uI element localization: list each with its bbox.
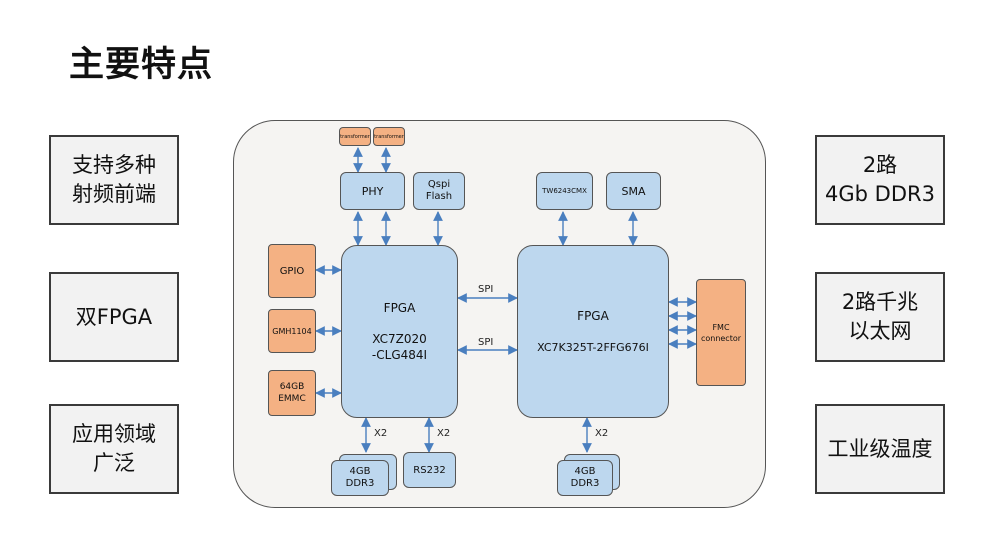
fpga2-name: FPGA xyxy=(577,309,609,323)
ddr-right-block: 4GB DDR3 xyxy=(557,460,613,496)
transformer-block-1: transformer xyxy=(339,127,371,146)
transformer-block-2: transformer xyxy=(373,127,405,146)
phy-block: PHY xyxy=(340,172,405,210)
fpga1-part: XC7Z020 -CLG484I xyxy=(371,331,428,362)
x2-label-rs232: X2 xyxy=(437,428,451,439)
fmc-connector-block: FMC connector xyxy=(696,279,746,386)
emmc-block: 64GB EMMC xyxy=(268,370,316,416)
feature-wide-application: 应用领域 广泛 xyxy=(49,404,179,494)
spi-label-2: SPI xyxy=(478,337,494,348)
gmh1104-block: GMH1104 xyxy=(268,309,316,353)
rs232-block: RS232 xyxy=(403,452,456,488)
x2-label-ddr-left: X2 xyxy=(374,428,388,439)
feature-dual-fpga: 双FPGA xyxy=(49,272,179,362)
fpga1-block: FPGA XC7Z020 -CLG484I xyxy=(341,245,458,418)
feature-industrial-temp: 工业级温度 xyxy=(815,404,945,494)
feature-gigabit-ethernet: 2路千兆 以太网 xyxy=(815,272,945,362)
sma-block: SMA xyxy=(606,172,661,210)
fpga1-name: FPGA xyxy=(383,300,416,315)
spi-label-1: SPI xyxy=(478,284,494,295)
gpio-block: GPIO xyxy=(268,244,316,298)
fpga2-block: FPGA XC7K325T-2FFG676I xyxy=(517,245,669,418)
qspi-flash-block: Qspi Flash xyxy=(413,172,465,210)
feature-ddr3: 2路 4Gb DDR3 xyxy=(815,135,945,225)
fpga2-part: XC7K325T-2FFG676I xyxy=(537,341,649,354)
tw6243cmx-block: TW6243CMX xyxy=(536,172,593,210)
ddr-left-block: 4GB DDR3 xyxy=(331,460,389,496)
x2-label-ddr-right: X2 xyxy=(595,428,609,439)
feature-rf-frontend: 支持多种 射频前端 xyxy=(49,135,179,225)
page-title: 主要特点 xyxy=(69,45,214,85)
